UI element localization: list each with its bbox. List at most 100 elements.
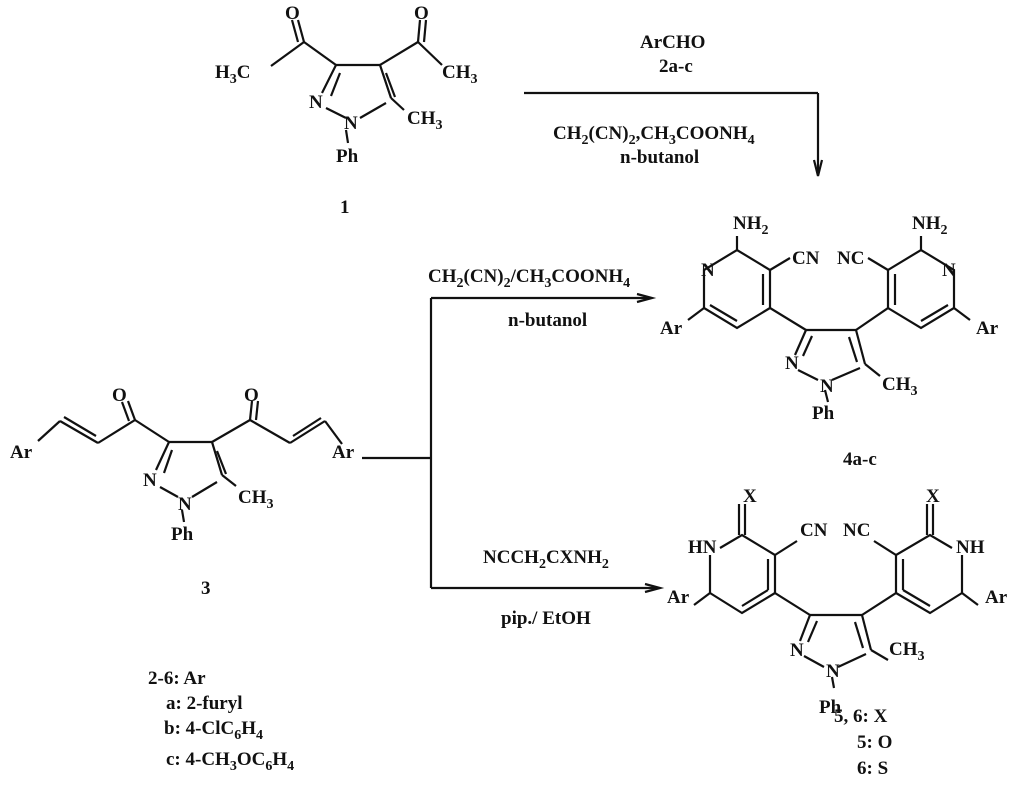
cmpd1-ch3-right: CH3 (442, 62, 478, 87)
t-oc: OC (237, 749, 266, 770)
t-ch3: ,CH (636, 123, 669, 144)
t-cxnh: CXNH (546, 547, 602, 568)
t-ch: CH (553, 123, 582, 144)
legend-ar-c: c: 4-CH3OC6H4 (166, 749, 294, 774)
reagent-pip-etoh: pip./ EtOH (501, 608, 591, 629)
t-coonh: COONH (551, 266, 623, 287)
cmpd1-o2: O (414, 3, 429, 24)
c-text: C (442, 62, 456, 83)
compound-4: NH2 NH2 CN NC N N Ar Ar N N CH3 Ph 4a-c (660, 213, 999, 470)
cmpd4-n-pyr-right: N (942, 260, 956, 281)
cmpd56-nh-right: NH (956, 537, 985, 558)
cmpd56-n1: N (826, 661, 840, 682)
cmpd56-ar-right: Ar (985, 587, 1008, 608)
sub-3: 3 (669, 133, 676, 148)
cmpd4-nh2-left: NH2 (733, 213, 769, 238)
legend-ar-b: b: 4-ClC6H4 (164, 718, 263, 743)
legend-ar: 2-6: Ar a: 2-furyl b: 4-ClC6H4 c: 4-CH3O… (148, 668, 294, 774)
sub-2: 2 (629, 133, 636, 148)
cmpd1-o1: O (285, 3, 300, 24)
sub-3: 3 (267, 497, 274, 512)
cmpd4-cn-left: CN (792, 248, 820, 269)
sub-3: 3 (230, 759, 237, 774)
sub-3: 3 (471, 72, 478, 87)
sub-2: 2 (941, 223, 948, 238)
sub-4: 4 (748, 133, 755, 148)
cmpd3-o1: O (112, 385, 127, 406)
legend-x: 5, 6: X 5: O 6: S (834, 706, 892, 779)
compound-3: O O Ar Ar N N CH3 Ph 3 (10, 385, 355, 599)
cmpd56-ch3: CH3 (889, 639, 925, 664)
t-cn: (CN) (464, 266, 504, 287)
cmpd4-n2: N (785, 353, 799, 374)
cmpd56-nc-right: NC (843, 520, 870, 541)
solvent-butanol-1: n-butanol (620, 147, 699, 168)
legend-x-title: 5, 6: X (834, 706, 888, 727)
reagent-2a-c: 2a-c (659, 56, 693, 77)
cmpd3-label: 3 (201, 578, 211, 599)
cmpd56-x-right: X (926, 486, 940, 507)
h-text: H (456, 62, 471, 83)
t-ncch: NCCH (483, 547, 539, 568)
cmpd56-hn-left: HN (688, 537, 717, 558)
sub-2: 2 (602, 557, 609, 572)
cmpd1-ch3-left-h: H3C (215, 62, 251, 87)
cmpd3-n2: N (143, 470, 157, 491)
c-text: C (407, 108, 421, 129)
sub-4: 4 (623, 276, 630, 291)
compound-5-6: X X CN NC HN NH Ar Ar N N CH3 Ph (667, 486, 1008, 718)
c-text: C (238, 487, 252, 508)
cmpd3-ph: Ph (171, 524, 194, 545)
t-c: c: 4-CH (166, 749, 230, 770)
reagent-malononitrile-ammonium-acetate-1: CH2(CN)2,CH3COONH4 (553, 123, 755, 148)
t-h: H (272, 749, 287, 770)
cmpd1-n2: N (309, 92, 323, 113)
cmpd56-ph: Ph (819, 697, 842, 718)
sub-6: 6 (265, 759, 272, 774)
h-text: H (926, 213, 941, 234)
h-text: H (896, 374, 911, 395)
n-text: N (912, 213, 926, 234)
sub-2: 2 (504, 276, 511, 291)
arrow-1-to-4: ArCHO 2a-c CH2(CN)2,CH3COONH4 n-butanol (524, 32, 824, 177)
reagent-cyanoacetamide: NCCH2CXNH2 (483, 547, 609, 572)
cmpd4-ar-left: Ar (660, 318, 683, 339)
t-b: b: 4-ClC (164, 718, 234, 739)
cmpd3-o2: O (244, 385, 259, 406)
t-h: H (241, 718, 256, 739)
cmpd3-ar-left: Ar (10, 442, 33, 463)
cmpd4-n1: N (820, 376, 834, 397)
cmpd56-ar-left: Ar (667, 587, 690, 608)
n-text: N (733, 213, 747, 234)
cmpd56-n2: N (790, 640, 804, 661)
sub-3: 3 (918, 649, 925, 664)
t-ch3: /CH (510, 266, 545, 287)
sub-3: 3 (436, 118, 443, 133)
sub-6: 6 (234, 728, 241, 743)
c-text: C (889, 639, 903, 660)
cmpd4-ph: Ph (812, 403, 835, 424)
t-cn: (CN) (589, 123, 629, 144)
sub-4: 4 (287, 759, 294, 774)
c-text: C (882, 374, 896, 395)
cmpd4-n-pyr-left: N (701, 260, 715, 281)
sub-2: 2 (457, 276, 464, 291)
legend-ar-a: a: 2-furyl (166, 693, 243, 714)
cmpd56-x-left: X (743, 486, 757, 507)
t-ch: CH (428, 266, 457, 287)
cmpd56-cn-left: CN (800, 520, 828, 541)
cmpd3-ar-right: Ar (332, 442, 355, 463)
h-text: H (252, 487, 267, 508)
sub-3: 3 (544, 276, 551, 291)
reagent-archo: ArCHO (640, 32, 705, 53)
arrow-3-branches: CH2(CN)2/CH3COONH4 n-butanol NCCH2CXNH2 … (362, 266, 665, 629)
sub-3: 3 (911, 384, 918, 399)
cmpd1-ph: Ph (336, 146, 359, 167)
cmpd4-nh2-right: NH2 (912, 213, 948, 238)
cmpd4-ar-right: Ar (976, 318, 999, 339)
compound-1: O O H3C CH3 N N CH3 Ph 1 (215, 3, 478, 218)
c-text: C (237, 62, 251, 83)
h-text: H (215, 62, 230, 83)
h-text: H (421, 108, 436, 129)
